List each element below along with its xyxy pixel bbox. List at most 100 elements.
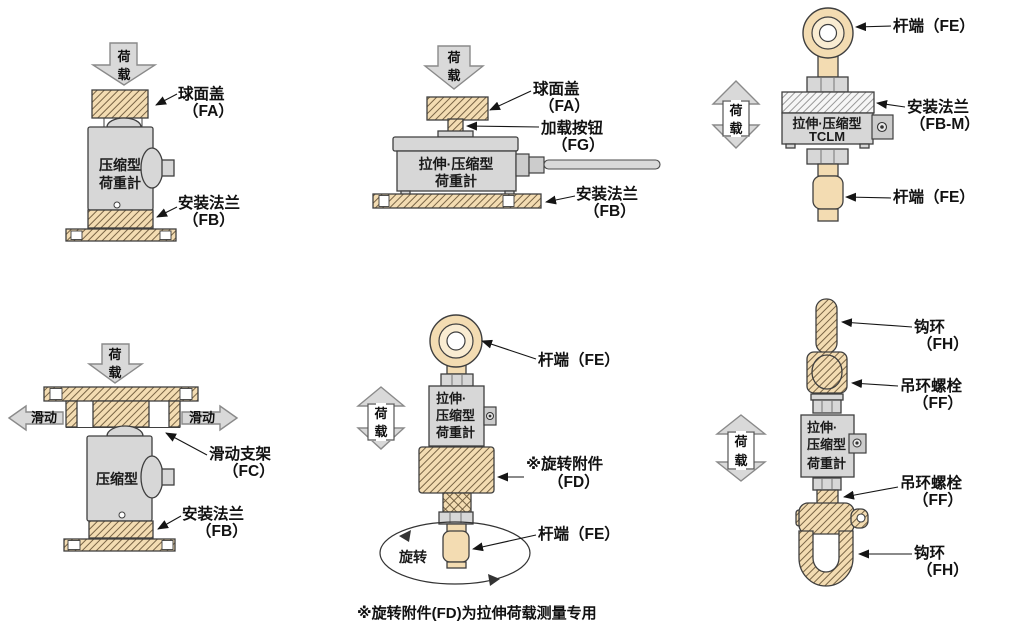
shackle-top-stem (815, 298, 838, 354)
load-arrow-text-1: 荷 (373, 406, 387, 421)
leader-fe-top (481, 339, 537, 360)
label-mounting-flange-code: （FB） (584, 202, 636, 220)
shackle-lower-block (798, 502, 855, 535)
base-plate (65, 228, 177, 242)
slide-arrow-right (181, 404, 239, 432)
label-shackle-bottom: 钩环 (914, 543, 945, 562)
rod-end-lower-bulge (442, 530, 470, 563)
slide-arrow-left-text: 滑动 (31, 410, 57, 425)
sliding-plate (43, 386, 199, 402)
hex-nut-lower (812, 477, 842, 491)
load-arrow-text-1: 荷 (116, 49, 130, 64)
rotation-path-ellipse (379, 521, 531, 585)
load-button-dome (106, 425, 144, 437)
label-rod-end-top: 杆端（FE） (893, 16, 975, 35)
load-cell-body (781, 112, 874, 145)
cable-boot (528, 156, 545, 174)
body-label-3: 荷重計 (435, 425, 475, 440)
diagram-compression-sliding-bracket: 荷 载 滑动 滑动 压缩型 滑动支架 （FC） 安装法兰 （FB） (7, 343, 275, 552)
body-label-3: 荷重計 (806, 456, 846, 471)
label-mounting-flange-code: （FB） (196, 522, 248, 540)
shackle-u-loop (798, 530, 854, 587)
rotation-arrowhead-right (488, 574, 500, 586)
body-label-2: 荷重計 (434, 173, 477, 189)
label-rod-end-bottom: 杆端（FE） (538, 524, 620, 543)
label-loading-button: 加载按钮 (540, 118, 604, 137)
bracket-right-leg (168, 400, 181, 428)
label-sliding-bracket: 滑动支架 (209, 444, 272, 463)
label-mounting-flange: 安装法兰 (182, 504, 244, 523)
label-shackle-top: 钩环 (914, 317, 945, 336)
spherical-cap-block (91, 89, 149, 119)
connector-stub (161, 159, 175, 177)
hex-nut (812, 399, 842, 414)
connector-boss (140, 455, 164, 499)
rotation-attachment-block (418, 446, 495, 494)
load-arrow-text-2: 载 (108, 365, 121, 380)
leader-fb (156, 206, 178, 218)
body-label-1: 拉伸·压缩型 (792, 116, 861, 131)
load-arrow-text-2: 载 (374, 424, 387, 439)
label-mounting-flange: 安装法兰 (178, 193, 240, 212)
leader-ff-top (851, 379, 899, 389)
connector-boss (140, 147, 164, 189)
leader-fa (489, 90, 532, 111)
load-arrow-down (90, 42, 158, 86)
body-label-1: 压缩型 (96, 471, 138, 487)
load-arrow-text-1: 荷 (733, 434, 747, 449)
slide-arrow-right-text: 滑动 (189, 410, 215, 425)
rod-end-lower-bulge (812, 175, 844, 210)
body-label-2: 压缩型 (807, 437, 846, 452)
load-button-dome (106, 117, 142, 128)
label-eye-bolt-top: 吊环螺栓 (900, 376, 963, 395)
label-mounting-flange-code: （FB-M） (910, 115, 980, 133)
cable (543, 159, 661, 170)
rotation-arrowhead-left (399, 530, 411, 542)
leader-fc (165, 432, 208, 456)
label-rod-end-bottom: 杆端（FE） (893, 187, 975, 206)
load-arrow-text-1: 荷 (107, 347, 121, 362)
cable-gland (515, 153, 530, 177)
mounting-flange-fbm (781, 91, 875, 114)
label-spherical-cap-code: （FA） (183, 102, 234, 120)
load-arrow-text-2: 载 (729, 121, 742, 136)
connector-stub (161, 468, 175, 486)
load-arrow-text-1: 荷 (446, 50, 460, 65)
footnote: ※旋转附件(FD)为拉伸荷载测量专用 (357, 604, 597, 622)
load-cell-body (428, 385, 485, 447)
label-mounting-flange: 安装法兰 (576, 184, 638, 203)
leader-fb (157, 515, 182, 530)
label-eye-bolt-top-code: （FF） (913, 394, 963, 412)
leader-fe-bottom (845, 192, 892, 202)
label-rod-end-top: 杆端（FE） (538, 350, 620, 369)
body-label-1: 拉伸· (807, 420, 837, 435)
label-shackle-bottom-code: （FH） (917, 561, 969, 579)
label-rotation-attachment-code: （FD） (548, 473, 600, 491)
body-label-1: 拉伸· (436, 391, 466, 406)
spherical-cap-block (426, 96, 489, 121)
rotation-text: 旋转 (398, 549, 427, 565)
threaded-stub (442, 492, 472, 513)
leader-ff-bottom (843, 486, 899, 500)
slide-arrow-left (7, 404, 64, 432)
diagram-compression-spherical-cap: 荷 载 压缩型 荷重計 球面盖 （FA） 安装法兰 （FB） (65, 42, 240, 242)
mounting-flange (88, 520, 154, 539)
base-plate (372, 193, 542, 209)
label-spherical-cap: 球面盖 (533, 79, 580, 98)
base-plate (63, 538, 176, 552)
label-mounting-flange-code: （FB） (183, 211, 235, 229)
label-loading-button-code: （FG） (552, 136, 605, 154)
leader-fa (155, 93, 178, 106)
load-cell-cap (392, 136, 519, 152)
load-arrow-text-2: 载 (734, 453, 747, 468)
rod-end-lower-tip (446, 561, 467, 569)
leader-fe-bottom (472, 534, 537, 552)
label-sliding-bracket-code: （FC） (223, 462, 275, 480)
label-spherical-cap: 球面盖 (178, 84, 225, 103)
eye-bolt-top-eye (811, 354, 843, 390)
label-shackle-top-code: （FH） (917, 335, 969, 353)
label-rotation-attachment: ※旋转附件 (526, 454, 604, 473)
load-arrow-down (86, 343, 145, 384)
